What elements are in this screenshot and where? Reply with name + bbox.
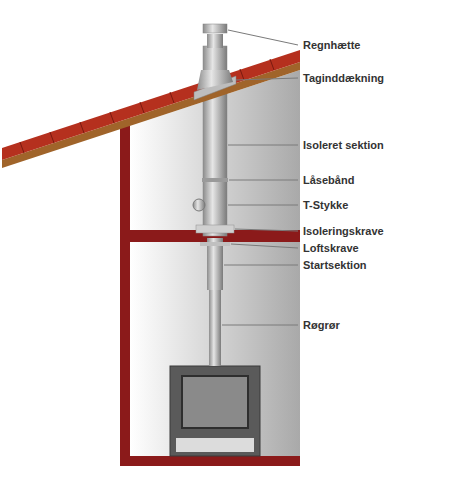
insulation-collar — [196, 225, 234, 233]
part-label: T-Stykke — [301, 199, 350, 212]
part-label: Regnhætte — [301, 39, 362, 52]
part-label: Taginddækning — [301, 72, 386, 85]
part-label: Isoleret sektion — [301, 139, 386, 152]
rain-cap — [203, 24, 227, 33]
part-label: Låsebånd — [301, 174, 356, 187]
stove — [170, 366, 260, 456]
locking-band — [202, 178, 228, 182]
leader-lines — [222, 30, 298, 325]
outer-wall — [120, 126, 130, 466]
part-label: Røgrør — [301, 319, 342, 332]
roof-beam — [2, 62, 300, 168]
floor — [120, 456, 300, 466]
roof-tiles — [2, 50, 300, 160]
flue-pipe — [209, 288, 221, 366]
tile-lines — [20, 59, 274, 153]
stove-door — [182, 376, 248, 428]
part-label: Startsektion — [301, 259, 369, 272]
tee-piece — [193, 199, 205, 211]
storm-collar — [197, 70, 233, 90]
part-label: Loftskrave — [301, 242, 361, 255]
ceiling-collar — [200, 242, 230, 246]
part-label: Isoleringskrave — [301, 225, 386, 238]
cap-stem — [207, 34, 223, 48]
stove-drawer — [176, 438, 254, 452]
